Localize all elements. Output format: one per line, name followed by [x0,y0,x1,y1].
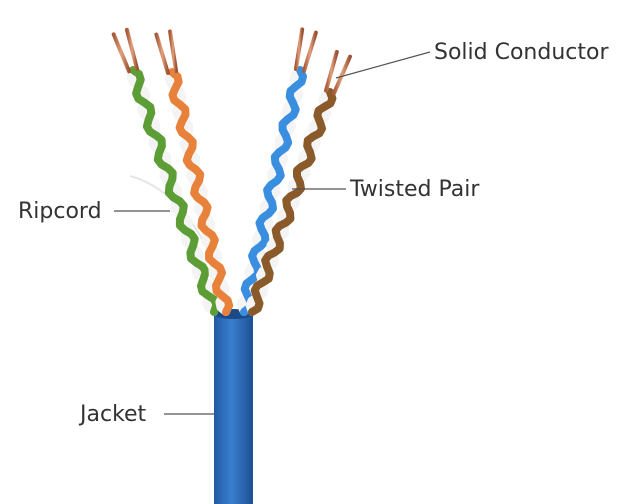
brown-wire [248,88,337,316]
cable-jacket [214,314,253,504]
brown-solid-conductor-2 [324,49,339,93]
solid-conductor-leader-line [335,51,431,79]
orange-solid-conductor-2 [154,32,170,75]
green-solid-conductor-1 [124,27,139,71]
blue-solid-conductor-2 [293,27,305,72]
orange-white-wire [164,68,230,316]
twisted-pair-label: Twisted Pair [350,177,480,202]
twisted-pairs [111,27,352,316]
orange-wire [168,68,234,316]
orange-solid-conductor-1 [168,29,179,74]
green-white-wire [126,66,218,316]
ripcord-label: Ripcord [18,199,102,224]
blue-solid-conductor-1 [302,30,318,73]
brown-solid-conductor-1 [331,54,352,96]
green-wire [129,66,221,316]
solid-conductor-label: Solid Conductor [434,40,609,65]
brown-white-wire [245,88,334,316]
green-solid-conductor-2 [111,32,132,74]
jacket-label: Jacket [80,402,147,427]
blue-white-wire [237,66,304,316]
